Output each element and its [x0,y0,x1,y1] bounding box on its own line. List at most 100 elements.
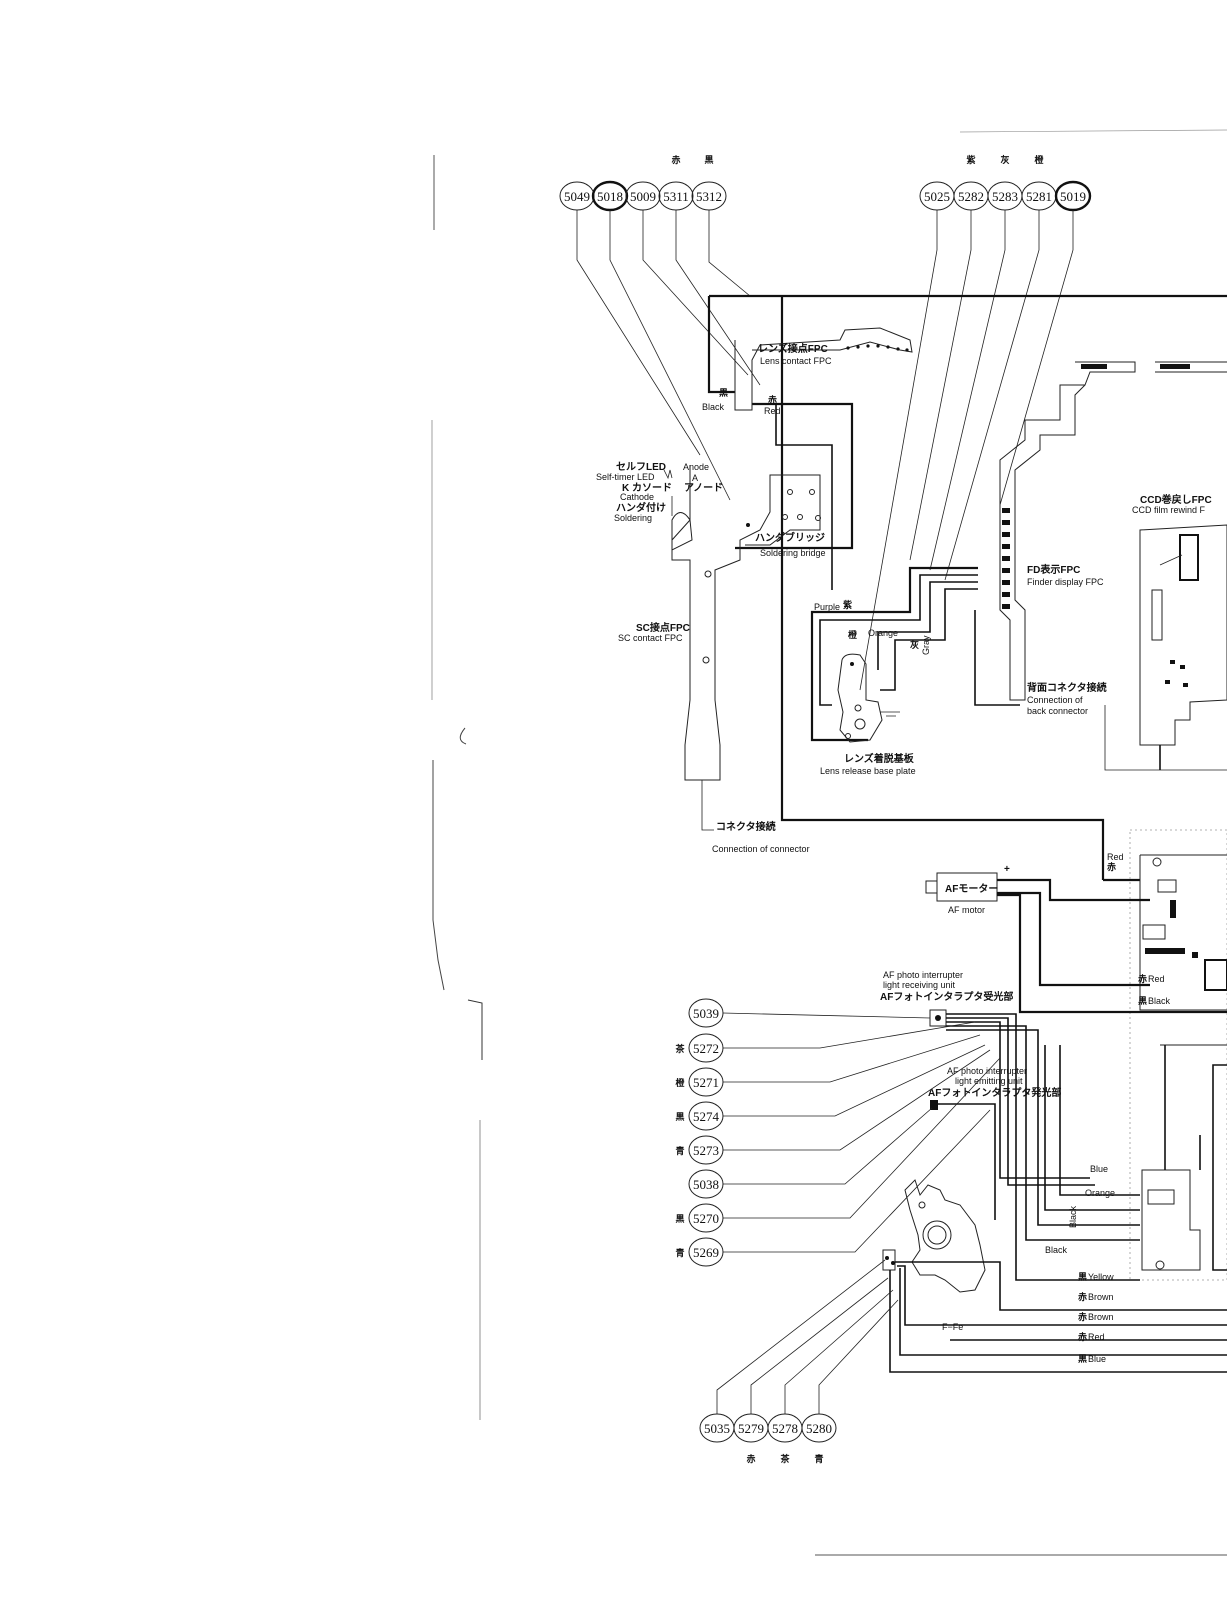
callout-5025: 5025 [924,189,950,204]
sc-contact-fpc: セルフLED Self-timer LED Anode A アノード K カソー… [596,461,826,854]
connector-jp: コネクタ接続 [716,820,776,833]
af-emitting-jp: AFフォトインタラプタ発光部 [928,1086,1061,1099]
red-mark-3: 赤 [1138,973,1147,985]
orange-mark: 橙 [848,629,858,641]
brown-mark-1: 赤 [1078,1291,1087,1303]
callout-5018: 5018 [597,189,623,204]
cathode-en: Cathode [620,492,654,502]
black-mark: 黒 [719,388,728,399]
red-label-3: Red [1148,974,1165,984]
callout-5273: 5273 [693,1143,719,1158]
lens-contact-en: Lens contact FPC [760,356,832,366]
af-emitting-en2: light emitting unit [955,1076,1023,1086]
self-timer-jp: セルフLED [616,461,666,473]
f-fe-label: F−Fe [942,1322,963,1332]
blue-mark-2: 黒 [1078,1354,1087,1365]
red-label-4: Red [1088,1332,1105,1342]
back-connector-en1: Connection of [1027,695,1083,705]
brown-label-1: Brown [1088,1292,1114,1302]
sc-contact-en: SC contact FPC [618,633,683,643]
finder-display-fpc: FD表示FPC Finder display FPC 背面コネクタ接続 Conn… [974,361,1227,771]
af-motor-en: AF motor [948,905,985,915]
mark-5283: 灰 [1000,154,1009,166]
af-motor-jp: AFモーター [945,883,998,895]
af-motor: AFモーター AF motor + − 赤 Red 赤 Red 黒 Black [925,852,1227,1014]
ccd-fpc-en: CCD film rewind F [1132,505,1206,515]
ccd-rewind-fpc: CCD巻戻しFPC CCD film rewind F [1132,493,1227,770]
callouts-top-middle: 5025 5282 5283 5281 5019 紫 灰 橙 [859,154,1092,691]
fd-fpc-jp: FD表示FPC [1027,563,1080,576]
blue-label-2: Blue [1088,1354,1106,1364]
black-label-3: Black [1068,1205,1078,1228]
mark-5280: 青 [814,1453,823,1465]
callout-5272: 5272 [693,1041,719,1056]
callout-5311: 5311 [663,189,689,204]
gray-mark: 灰 [910,639,919,651]
black-label: Black [702,402,725,412]
callout-5282: 5282 [958,189,984,204]
black-label-4: Black [1045,1245,1068,1255]
soldering-en: Soldering [614,513,652,523]
mark-5282: 紫 [966,154,975,166]
callout-5269: 5269 [693,1245,719,1260]
back-connector-jp: 背面コネクタ接続 [1027,681,1107,694]
callout-5280: 5280 [806,1421,832,1436]
anode-en: Anode [683,462,709,472]
cathode-k: K カソード [622,482,672,494]
callout-5278: 5278 [772,1421,798,1436]
callout-5038: 5038 [693,1177,719,1192]
connector-en: Connection of connector [712,844,810,854]
mark-5271: 橙 [675,1077,685,1089]
gray-label: Gray [921,635,931,655]
red-mark: 赤 [768,394,777,406]
callout-5312: 5312 [696,189,722,204]
lens-release-en: Lens release base plate [820,766,916,776]
callout-5271: 5271 [693,1075,719,1090]
af-receiving-en2: light receiving unit [883,980,956,990]
red-mark-4: 赤 [1078,1331,1087,1343]
black-mark-2: 黒 [1138,996,1147,1007]
lens-release-plate: 紫 Purple 橙 Orange 灰 Gray レンズ着脱基板 Lens re… [810,566,978,776]
callout-5009: 5009 [630,189,656,204]
sc-contact-jp: SC接点FPC [636,621,690,634]
yellow-mark: 黒 [1078,1272,1087,1283]
orange-label: Orange [868,628,898,638]
ccd-fpc-jp: CCD巻戻しFPC [1140,493,1212,506]
main-harness [707,294,1227,882]
mark-5281: 橙 [1034,154,1044,166]
scan-margin-marks [431,129,1227,1556]
self-timer-en: Self-timer LED [596,472,655,482]
brown-label-2: Brown [1088,1312,1114,1322]
af-emitting-en1: AF photo interrupter [947,1066,1027,1076]
mark-5312: 黒 [704,155,713,166]
callout-5039: 5039 [693,1006,719,1021]
bridge-jp: ハンダブリッジ [755,531,825,544]
callout-5049: 5049 [564,189,590,204]
mark-5279: 赤 [746,1453,755,1465]
callout-5283: 5283 [992,189,1018,204]
callout-5019: 5019 [1060,189,1086,204]
callout-5279: 5279 [738,1421,764,1436]
callout-5035: 5035 [704,1421,730,1436]
mark-5269: 青 [675,1247,684,1259]
callout-5274: 5274 [693,1109,720,1124]
mark-5274: 黒 [675,1112,684,1123]
mark-5311: 赤 [671,154,680,166]
brown-mark-2: 赤 [1078,1311,1087,1323]
anode-a: A [692,473,698,483]
yellow-label: Yellow [1088,1272,1114,1282]
back-connector-en2: back connector [1027,706,1088,716]
lens-contact-fpc: レンズ接点FPC Lens contact FPC 黒 Black 赤 Red [702,327,913,416]
red-label: Red [764,406,781,416]
callouts-left-column: 5039 5272 5271 5274 5273 5038 5270 5269 … [674,998,1001,1267]
motor-plus: + [1004,864,1010,875]
lens-release-jp: レンズ着脱基板 [844,752,915,765]
main-board [1129,829,1227,1281]
black-label-2: Black [1148,996,1171,1006]
red-label-2: Red [1107,852,1124,862]
mark-5272: 茶 [674,1043,685,1055]
purple-mark: 紫 [843,599,852,611]
f-fe-switch: F−Fe 黒 Yellow 赤 Brown 赤 Brown 赤 Red 黒 Bl… [882,1179,1227,1373]
